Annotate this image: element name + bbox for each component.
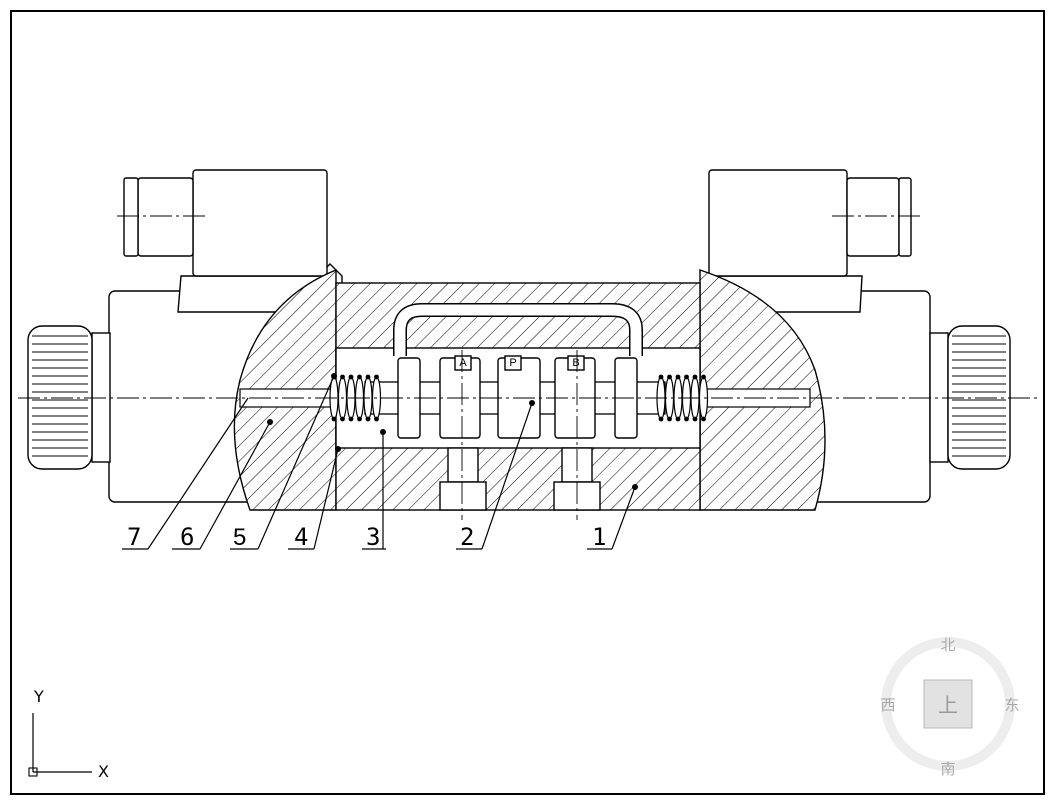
spring-coil-dot bbox=[365, 374, 371, 380]
spring-coil-dot bbox=[374, 374, 379, 380]
svg-text:2: 2 bbox=[460, 523, 474, 551]
spring-coil-dot bbox=[348, 374, 354, 380]
ucs-icon: Y X bbox=[28, 687, 109, 781]
ucs-y-label: Y bbox=[33, 687, 44, 706]
spring-coil-dot bbox=[357, 374, 362, 380]
port-label-a: A bbox=[459, 357, 467, 369]
spring-coil-dot bbox=[675, 416, 681, 422]
port-label-p: P bbox=[509, 357, 516, 369]
spring-coil-dot bbox=[331, 416, 337, 422]
drawing-border bbox=[10, 10, 1045, 795]
compass-south[interactable]: 南 bbox=[940, 760, 955, 778]
callout-4: 4 bbox=[288, 446, 341, 551]
spring-coil-dot bbox=[692, 416, 698, 422]
port-label-b: B bbox=[572, 357, 579, 369]
spring-coil-dot bbox=[684, 374, 689, 380]
callout-7: 7 bbox=[122, 397, 249, 551]
spring-coil-dot bbox=[357, 416, 362, 422]
svg-text:1: 1 bbox=[592, 523, 606, 551]
spring-coil-dot bbox=[701, 416, 706, 422]
spring-coil-dot bbox=[348, 416, 354, 422]
spring-coil-dot bbox=[340, 374, 345, 380]
callout-5: 5 bbox=[230, 373, 337, 551]
viewcube-compass-ring[interactable] bbox=[881, 637, 1015, 771]
spring-coil-dot bbox=[667, 416, 672, 422]
spring-coil-dot bbox=[374, 416, 379, 422]
spring-coil-dot bbox=[658, 416, 664, 422]
svg-text:5: 5 bbox=[233, 524, 246, 551]
spool: A P B bbox=[364, 355, 666, 439]
compass-north[interactable]: 北 bbox=[940, 636, 955, 654]
spring-coil-dot bbox=[365, 416, 371, 422]
viewcube-face-label: 上 bbox=[938, 693, 958, 717]
callout-1: 1 bbox=[587, 484, 638, 551]
svg-text:7: 7 bbox=[127, 523, 141, 551]
compass-west[interactable]: 西 bbox=[880, 696, 895, 714]
viewcube-top-face[interactable] bbox=[923, 679, 973, 729]
callout-6: 6 bbox=[172, 419, 273, 551]
ucs-x-label: X bbox=[98, 762, 109, 781]
right-spring bbox=[656, 374, 709, 422]
svg-text:4: 4 bbox=[294, 523, 308, 551]
spring-coil-dot bbox=[684, 416, 689, 422]
spring-coil-dot bbox=[675, 374, 681, 380]
viewcube[interactable]: 上 北 南 西 东 bbox=[880, 636, 1019, 778]
spring-coil-dot bbox=[692, 374, 698, 380]
callouts: 7 6 5 4 3 2 bbox=[122, 373, 638, 551]
svg-text:6: 6 bbox=[180, 523, 194, 551]
callout-2: 2 bbox=[456, 400, 535, 551]
spring-coil-dot bbox=[667, 374, 672, 380]
spring-coil-dot bbox=[340, 416, 345, 422]
callout-3: 3 bbox=[362, 429, 386, 551]
spring-coil-dot bbox=[701, 374, 706, 380]
spring-coil-dot bbox=[658, 374, 664, 380]
compass-east[interactable]: 东 bbox=[1004, 696, 1019, 714]
svg-text:3: 3 bbox=[366, 523, 380, 551]
